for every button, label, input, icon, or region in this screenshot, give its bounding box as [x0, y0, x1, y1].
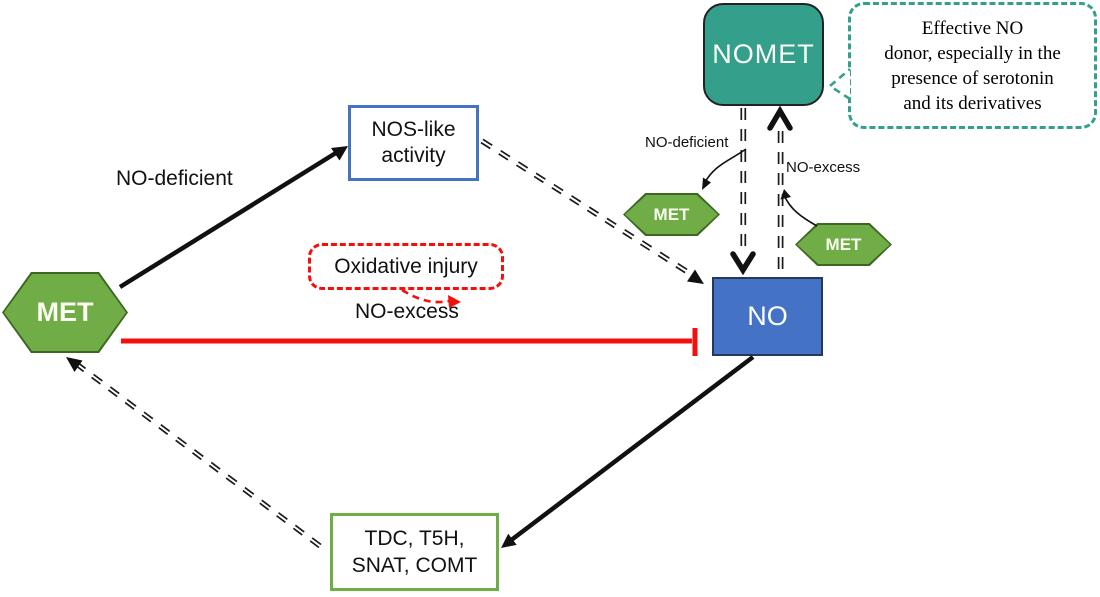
callout-effective-no-donor: Effective NO donor, especially in the pr…	[848, 2, 1097, 129]
node-tdc-line: SNAT, COMT	[351, 554, 478, 577]
callout-line: Effective NO	[921, 17, 1024, 39]
label-no-deficient-main: NO-deficient	[116, 167, 233, 190]
label-no-excess-main: NO-excess	[355, 300, 459, 323]
callout-oxidative-injury: Oxidative injury	[308, 243, 504, 290]
callout-tail-effective-no	[827, 68, 851, 101]
hexagon-met-small-right-label: MET	[825, 234, 862, 254]
hexagon-met-main: MET	[2, 272, 128, 353]
dashed-arrow-nomet-to-no	[730, 108, 756, 276]
callout-line: donor, especially in the	[884, 42, 1061, 64]
label-no-deficient-small: NO-deficient	[645, 134, 729, 151]
label-no-excess-small: NO-excess	[786, 159, 861, 176]
dashed-arrow-no-to-nomet	[767, 105, 793, 277]
curved-arrow-met-to-no-excess	[780, 189, 818, 227]
hexagon-fill	[4, 274, 126, 351]
node-no: NO	[712, 277, 823, 356]
hexagon-met-small-right: MET	[795, 223, 892, 266]
hexagon-met-small-left: MET	[623, 193, 720, 236]
node-tdc-enzymes: TDC, T5H, SNAT, COMT	[330, 513, 499, 591]
node-nos-like-activity: NOS-like activity	[348, 105, 479, 181]
inhibition-line-met-no	[121, 328, 698, 356]
callout-line: presence of serotonin	[891, 67, 1054, 89]
node-nomet-label: NOMET	[712, 39, 815, 69]
hexagon-met-small-left-label: MET	[653, 204, 690, 224]
node-nomet: NOMET	[703, 3, 824, 106]
node-no-label: NO	[747, 301, 788, 331]
curved-arrow-no-deficient-to-met	[702, 148, 747, 190]
arrow-no-to-tdc	[501, 355, 755, 548]
hexagon-met-main-label: MET	[36, 297, 94, 327]
node-nos-line: NOS-like	[371, 118, 456, 141]
node-tdc-line: TDC, T5H,	[364, 527, 465, 550]
callout-oxidative-label: Oxidative injury	[334, 254, 478, 278]
dashed-arrow-tdc-to-met	[66, 357, 322, 549]
node-nos-line: activity	[381, 144, 446, 167]
callout-line: and its derivatives	[903, 92, 1042, 114]
hexagon-fill	[797, 225, 890, 264]
